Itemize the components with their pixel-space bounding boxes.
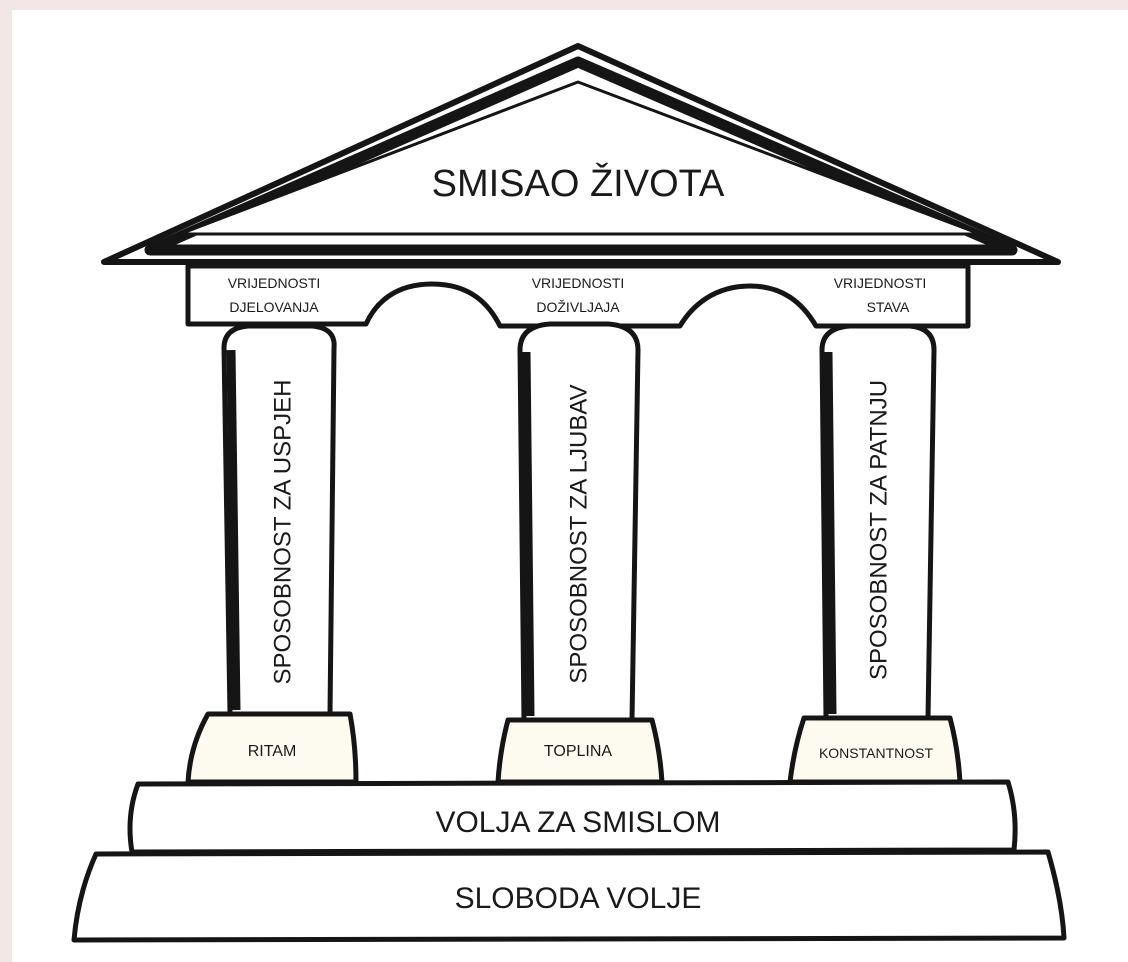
lintel-center-line1: VRIJEDNOSTI [532,275,625,291]
roof-label: SMISAO ŽIVOTA [432,162,725,205]
temple-drawing: SMISAO ŽIVOTA VRIJEDNOSTI DJELOVANJA VRI… [71,43,1067,943]
lintel-center-line2: DOŽIVLJAJA [536,299,620,315]
column-right: SPOSOBNOST ZA PATNJU [819,323,937,719]
lintel-right-line2: STAVA [867,299,910,315]
step-upper: VOLJA ZA SMISLOM [127,779,1018,855]
lintel-center: VRIJEDNOSTI DOŽIVLJAJA [532,275,625,315]
column-right-base-label: KONSTANTNOST [819,745,934,761]
column-center: SPOSOBNOST ZA LJUBAV [517,321,641,721]
column-left-base-label: RITAM [248,743,297,760]
temple-diagram: SMISAO ŽIVOTA VRIJEDNOSTI DJELOVANJA VRI… [12,10,1128,962]
column-left-base: RITAM [185,711,359,785]
lintel-right-line1: VRIJEDNOSTI [834,275,927,291]
lintel-right: VRIJEDNOSTI STAVA [834,275,927,315]
column-left: SPOSOBNOST ZA USPJEH [221,323,337,715]
column-right-base: KONSTANTNOST [787,715,963,785]
column-center-label: SPOSOBNOST ZA LJUBAV [565,384,592,683]
lintel-left: VRIJEDNOSTI DJELOVANJA [228,275,321,315]
step-lower-label: SLOBODA VOLJE [455,882,702,915]
step-lower: SLOBODA VOLJE [71,849,1067,943]
column-left-label: SPOSOBNOST ZA USPJEH [269,380,296,685]
column-right-label: SPOSOBNOST ZA PATNJU [865,380,892,680]
step-upper-label: VOLJA ZA SMISLOM [435,806,720,839]
roof: SMISAO ŽIVOTA [101,43,1061,265]
lintel-left-line2: DJELOVANJA [229,299,319,315]
column-center-base: TOPLINA [495,717,665,785]
lintel-left-line1: VRIJEDNOSTI [228,275,321,291]
lintel: VRIJEDNOSTI DJELOVANJA VRIJEDNOSTI DOŽIV… [185,263,971,329]
column-center-base-label: TOPLINA [544,743,613,760]
